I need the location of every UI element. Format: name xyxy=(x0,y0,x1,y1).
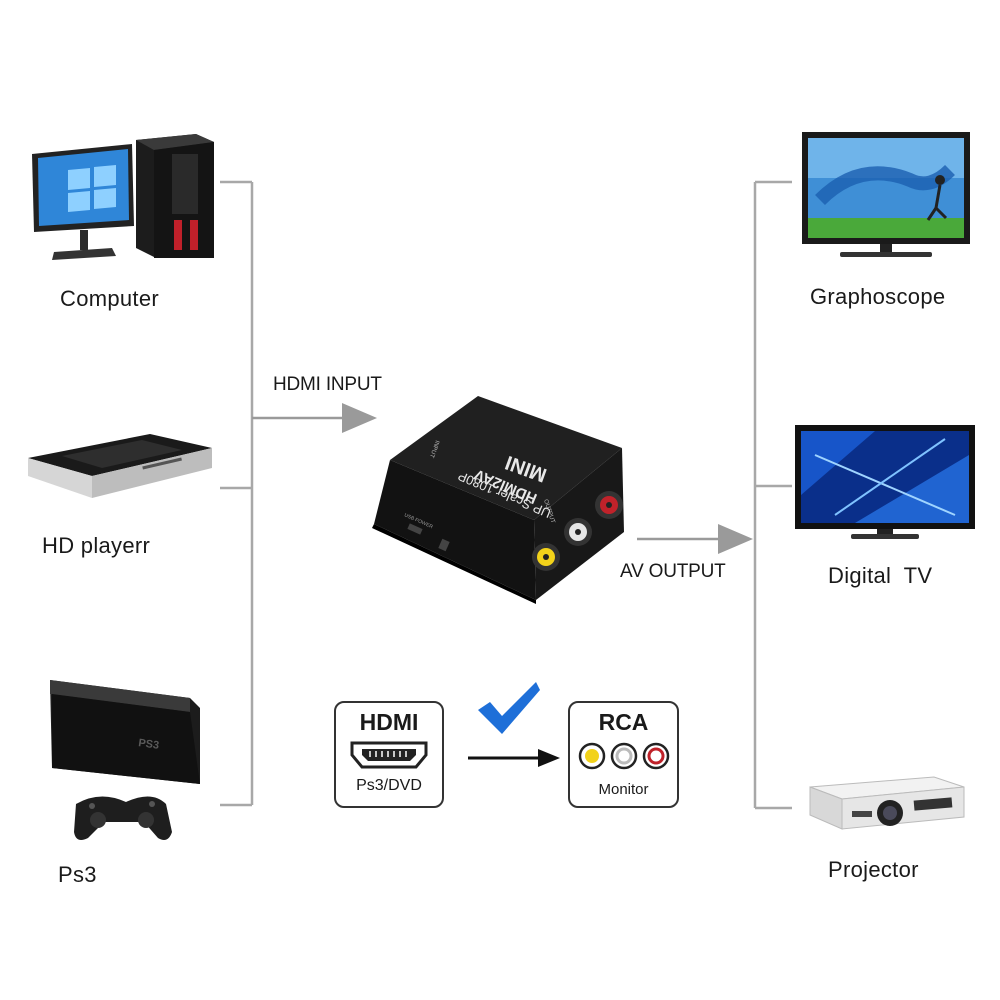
hdmi-legend-caption: Ps3/DVD xyxy=(356,777,422,794)
hdmi-port-icon xyxy=(350,741,428,769)
ps3-console-icon: PS3 xyxy=(50,680,200,840)
source-label-hd-player: HD playerr xyxy=(42,533,151,558)
output-bracket xyxy=(753,180,792,810)
input-bracket xyxy=(220,180,254,807)
device-input-port: INPUT xyxy=(428,439,440,458)
computer-icon xyxy=(32,134,214,260)
output-label-graphoscope: Graphoscope xyxy=(810,284,946,309)
hdmi-legend-title: HDMI xyxy=(359,709,419,735)
output-label-digital-tv: Digital TV xyxy=(828,563,933,588)
digital-tv-icon xyxy=(795,425,975,539)
rca-jacks-icon xyxy=(578,742,670,770)
rca-jacks xyxy=(532,491,623,571)
source-label-ps3: Ps3 xyxy=(58,862,97,887)
hdmi-input-label: HDMI INPUT xyxy=(273,374,382,395)
av-output-label: AV OUTPUT xyxy=(620,561,726,582)
rca-legend-title: RCA xyxy=(598,709,649,735)
output-label-projector: Projector xyxy=(828,857,919,882)
hdmi-legend-card: HDMI Ps3/DVD xyxy=(334,701,444,808)
rca-legend-caption: Monitor xyxy=(598,781,649,798)
legend-arrow xyxy=(468,749,560,767)
converter-device: MINI HDMI2AV UP Scaler 1080P INPUT OUTPU… xyxy=(372,396,624,604)
svg-text:PS3: PS3 xyxy=(138,737,160,752)
projector-icon xyxy=(809,776,965,830)
hd-player-icon xyxy=(28,434,212,498)
rca-legend-card: RCA Monitor xyxy=(568,701,679,808)
source-label-computer: Computer xyxy=(60,286,159,311)
checkmark-icon xyxy=(478,682,540,734)
tv-icon xyxy=(802,132,970,257)
